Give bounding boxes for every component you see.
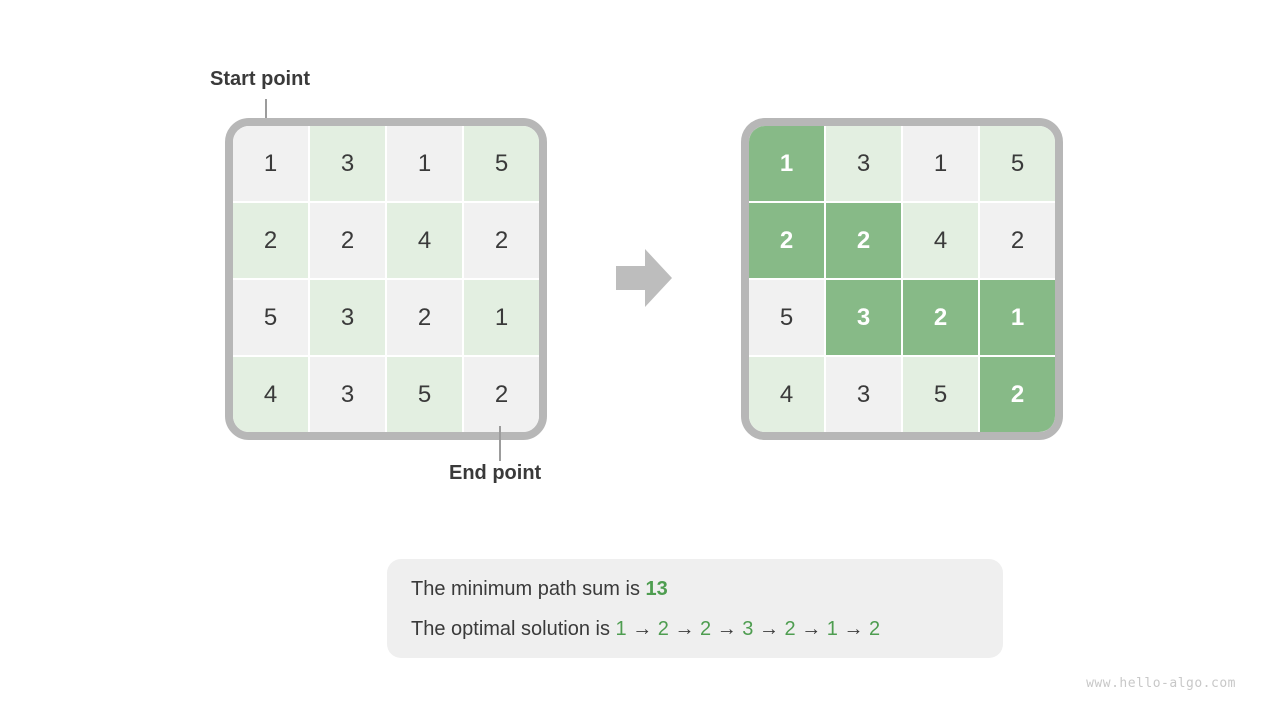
grid-cell-r2c1: 3	[826, 280, 901, 355]
sequence-number: 1	[615, 618, 627, 640]
sequence-number: 2	[700, 618, 712, 640]
grid-cell-r0c2: 1	[903, 126, 978, 201]
grid-cell-r3c1: 3	[310, 357, 385, 432]
grid-cell-r0c3: 5	[464, 126, 539, 201]
grid-cell-r3c0: 4	[233, 357, 308, 432]
grid-cell-r1c2: 4	[903, 203, 978, 278]
sequence-number: 2	[869, 618, 881, 640]
min-path-sum-value: 13	[645, 578, 668, 600]
transform-arrow-icon	[616, 247, 672, 309]
grid-cell-r2c3: 1	[980, 280, 1055, 355]
sequence-number: 1	[826, 618, 838, 640]
grid-cell-r3c2: 5	[903, 357, 978, 432]
grid-cell-r3c1: 3	[826, 357, 901, 432]
sequence-number: 2	[657, 618, 669, 640]
grid-cell-r1c0: 2	[233, 203, 308, 278]
grid-cell-r2c0: 5	[233, 280, 308, 355]
sequence-arrow: →	[753, 618, 785, 640]
grid-cell-r2c0: 5	[749, 280, 824, 355]
sequence-arrow: →	[795, 618, 827, 640]
grid-cell-r0c0: 1	[749, 126, 824, 201]
grid-cell-r2c2: 2	[387, 280, 462, 355]
watermark: www.hello-algo.com	[1086, 676, 1236, 691]
grid-cell-r1c0: 2	[749, 203, 824, 278]
sequence-arrow: →	[626, 618, 658, 640]
start-point-label: Start point	[210, 68, 310, 90]
grid-cell-r1c3: 2	[464, 203, 539, 278]
min-path-sum-prefix: The minimum path sum is	[411, 578, 646, 600]
optimal-solution-line: The optimal solution is 1 → 2 → 2 → 3 → …	[411, 609, 1003, 649]
grid-cell-r1c1: 2	[826, 203, 901, 278]
sequence-arrow: →	[668, 618, 701, 640]
optimal-solution-sequence: 1 → 2 → 2 → 3 → 2 → 1 → 2	[616, 618, 881, 640]
sequence-number: 2	[784, 618, 796, 640]
grid-cell-r0c0: 1	[233, 126, 308, 201]
grid-cell-r3c0: 4	[749, 357, 824, 432]
grid-cell-r0c2: 1	[387, 126, 462, 201]
end-pointer-line	[499, 426, 501, 461]
sequence-number: 3	[742, 618, 754, 640]
sequence-arrow: →	[837, 618, 870, 640]
grid-cell-r2c2: 2	[903, 280, 978, 355]
grid-cell-r3c2: 5	[387, 357, 462, 432]
grid-cell-r2c1: 3	[310, 280, 385, 355]
grid-cell-r3c3: 2	[980, 357, 1055, 432]
grid-cell-r0c3: 5	[980, 126, 1055, 201]
result-box: The minimum path sum is 13 The optimal s…	[387, 559, 1003, 658]
grid-cell-r0c1: 3	[310, 126, 385, 201]
grid-cell-r2c3: 1	[464, 280, 539, 355]
grid-cell-r1c1: 2	[310, 203, 385, 278]
grid-cell-r1c2: 4	[387, 203, 462, 278]
optimal-solution-prefix: The optimal solution is	[411, 618, 616, 640]
sequence-arrow: →	[711, 618, 743, 640]
grid-cell-r3c3: 2	[464, 357, 539, 432]
end-point-label: End point	[449, 462, 542, 484]
grid-cell-r0c1: 3	[826, 126, 901, 201]
grid-cell-r1c3: 2	[980, 203, 1055, 278]
min-path-sum-line: The minimum path sum is 13	[411, 569, 1003, 609]
